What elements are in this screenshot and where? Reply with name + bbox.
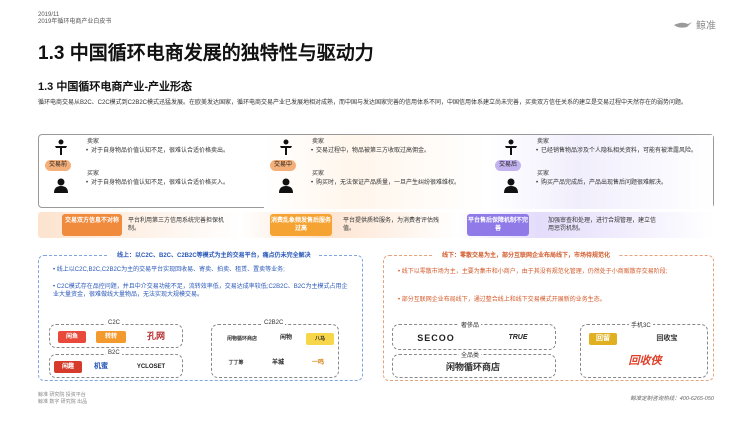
group-label: 全品类 <box>459 350 482 359</box>
logo-kongwang: 孔网 <box>146 331 165 341</box>
offline-point-text: 线下以零散市场为主，主要为集市和小商户，由于其没有规范化管理，仍然处于小商贩散存… <box>401 269 668 275</box>
buyer-person-icon <box>274 177 298 196</box>
seller-person-icon <box>499 139 523 158</box>
problem-solution: 平台提供质检服务，为消费者评估残值。 <box>343 218 440 232</box>
seller-point: 已经销售物品涉及个人隐私相关资料，可能有被泄露风险。 <box>536 148 701 155</box>
report-date: 2019/11 <box>38 12 60 18</box>
problem-solution: 平台利用第三方信用系统完善担保机制。 <box>128 218 225 232</box>
logo-huiliu: 回留 <box>589 333 617 345</box>
logo-dingding: 丁丁筹 <box>228 360 244 366</box>
phone-3c-group: 手机3C 回留 回收宝 回收侠 <box>580 320 708 378</box>
buyer-person-icon <box>499 177 523 196</box>
page-title: 1.3 中国循环电商发展的独特性与驱动力 <box>38 43 374 64</box>
logo-huishoubao: 回收宝 <box>656 335 678 342</box>
online-panel: 线上：以C2C、B2C、C2B2C等模式为主的交易平台，痛点仍未完全解决 • 线… <box>38 250 363 381</box>
logo-zhuanzhuan: 转转 <box>96 331 126 343</box>
online-point: • 线上以C2C,B2C,C2B2C为主的交易平台实现回收易、寄卖、拍卖、租赁、… <box>53 267 285 273</box>
online-point-text: C2C模式存在品控问题，并且中介交易功能不足，流转效率低，交易达成率较低;C2B… <box>53 284 348 298</box>
group-label: C2B2C <box>262 320 286 326</box>
problem-tag: 消费乱象频发售后服务过高 <box>270 214 332 236</box>
group-label: 奢侈品 <box>459 320 482 329</box>
footer-line-2: 鲸准 数字 研究院 出品 <box>38 399 88 405</box>
offline-panel: 线下：零散交易为主，部分互联网企业布局线下，市场待规范化 • 线下以零散市场为主… <box>383 250 714 381</box>
footer-hotline: 鲸准定制咨询热线：400-6265-050 <box>630 396 714 402</box>
report-name: 2019年循环电商产业白皮书 <box>38 19 112 25</box>
seller-person-icon <box>274 139 298 158</box>
logo-xianwu-shop: 闲物循环商店 <box>445 362 500 372</box>
buyer-point: 购买时，无法保证产品质量，一旦产生纠纷很难维权。 <box>311 180 476 187</box>
c2c-group: C2C 闲鱼 转转 孔网 <box>49 320 183 348</box>
intro-paragraph: 循环电商交易从B2C、C2C模式到C2B2C模式迅猛发展。在欧美发达国家，循环电… <box>38 100 688 106</box>
group-label: B2C <box>106 350 122 356</box>
seller-person-icon <box>49 139 73 158</box>
online-point: • C2C模式存在品控问题，并且中介交易功能不足，流转效率低，交易达成率较低;C… <box>53 284 348 298</box>
offline-heading: 线下：零散交易为主，部分互联网企业布局线下，市场待规范化 <box>434 250 619 262</box>
seller-label: 卖家 <box>87 139 100 145</box>
problem-tag: 平台售后保障机制不完善 <box>467 214 529 236</box>
logo-xianqu: 闲趣 <box>54 361 82 373</box>
logo-secoo: SECOO <box>417 333 455 343</box>
logo-xianyu: 闲鱼 <box>58 331 86 343</box>
stage-after: 交易后 卖家 已经销售物品涉及个人隐私相关资料，可能有被泄露风险。 买家 购买产… <box>489 135 713 209</box>
stage-during: 交易中 卖家 交易过程中，物品被第三方收取过高佣金。 买家 购买时，无法保证产品… <box>264 135 489 209</box>
offline-point: • 线下以零散市场为主，主要为集市和小商户，由于其没有规范化管理，仍然处于小商贩… <box>398 269 668 275</box>
logo-huishouxia: 回收侠 <box>628 355 662 367</box>
buyer-point: 对于自身物品价值认知不足，很难认合适价格买入。 <box>86 180 251 187</box>
group-label: C2C <box>106 320 123 326</box>
logo-xianwu: 闲物 <box>279 335 292 341</box>
buyer-point: 购买产品完成后，产品出现售后问题很难解决。 <box>536 180 701 187</box>
online-heading: 线上：以C2C、B2C、C2B2C等模式为主的交易平台，痛点仍未完全解决 <box>109 250 319 262</box>
section-title: 1.3 中国循环电商产业-产业形态 <box>38 81 193 93</box>
footer-line-1: 鲸准 研究院 投资平台 <box>38 392 86 398</box>
buyer-person-icon <box>49 177 73 196</box>
group-label: 手机3C <box>629 320 653 329</box>
seller-label: 卖家 <box>312 139 325 145</box>
b2c-group: B2C 闲趣 机蜜 YCLOSET <box>49 350 183 378</box>
buyer-label: 买家 <box>312 171 325 177</box>
c2b2c-group: C2B2C 闲物循环商店 闲物 八马 丁丁筹 羊城 一鸣 <box>211 320 339 378</box>
logo-bama: 八马 <box>306 333 334 345</box>
transaction-flow: 交易前 卖家 对于自身物品价值认知不足，很难认合适价格卖出。 买家 对于自身物品… <box>38 134 714 209</box>
logo-xianwu-shop: 闲物循环商店 <box>226 336 257 342</box>
logo-yiming: 一鸣 <box>311 360 324 366</box>
problem-banner <box>38 212 714 238</box>
header-date-block: 2019/11 2019年循环电商产业白皮书 <box>38 12 111 26</box>
logo-jimi: 机蜜 <box>94 363 108 370</box>
stage-before: 交易前 卖家 对于自身物品价值认知不足，很难认合适价格卖出。 买家 对于自身物品… <box>39 135 264 209</box>
offline-point-text: 部分互联网企业布局线下，通过整合线上和线下交易模式开展新的业务生态。 <box>401 297 606 303</box>
problem-tag: 交易双方信息不对称 <box>62 214 122 236</box>
stage-badge: 交易前 <box>45 160 72 171</box>
seller-label: 卖家 <box>537 139 550 145</box>
footer-left: 鲸准 研究院 投资平台 鲸准 数字 研究院 出品 <box>38 392 87 406</box>
seller-point: 交易过程中，物品被第三方收取过高佣金。 <box>311 148 476 155</box>
stage-badge: 交易中 <box>270 160 297 171</box>
brand-logo: 鲸准 <box>673 17 716 32</box>
stage-badge: 交易后 <box>495 160 522 171</box>
whale-icon <box>674 21 692 28</box>
logo-ycloset: YCLOSET <box>136 364 166 370</box>
logo-yangcheng: 羊城 <box>271 360 284 366</box>
luxury-group: 奢侈品 SECOO TRUE <box>392 320 556 350</box>
buyer-label: 买家 <box>87 171 100 177</box>
all-category-group: 全品类 闲物循环商店 <box>392 350 556 378</box>
buyer-label: 买家 <box>537 171 550 177</box>
online-point-text: 线上以C2C,B2C,C2B2C为主的交易平台实现回收易、寄卖、拍卖、租赁、置卖… <box>56 267 285 273</box>
logo-true: TRUE <box>508 334 528 341</box>
seller-point: 对于自身物品价值认知不足，很难认合适价格卖出。 <box>86 148 251 155</box>
logo-text: 鲸准 <box>696 21 716 32</box>
problem-solution: 加强审查和处理，进行合规管理，建立信用惩罚机制。 <box>548 218 657 232</box>
offline-point: • 部分互联网企业布局线下，通过整合线上和线下交易模式开展新的业务生态。 <box>398 297 606 303</box>
